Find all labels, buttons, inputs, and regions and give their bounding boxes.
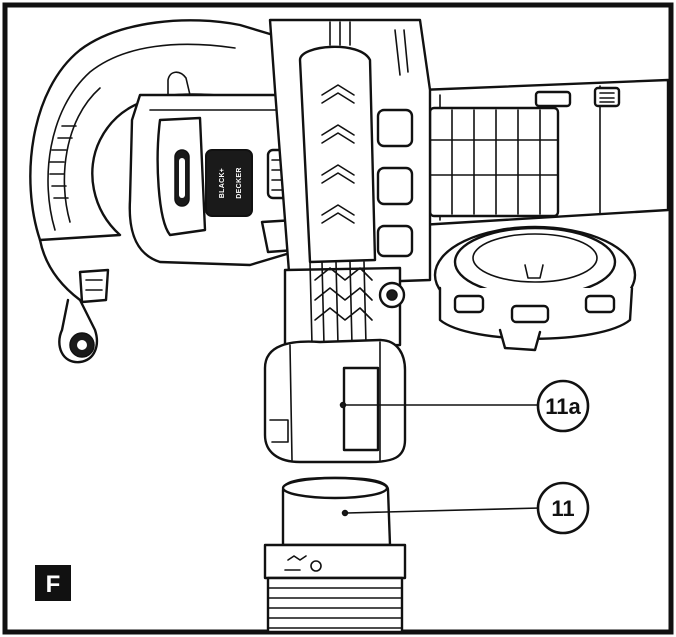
figure-label: F: [35, 565, 71, 601]
motor-housing: BLACK+ DECKER: [128, 71, 302, 267]
svg-text:11a: 11a: [545, 394, 581, 419]
svg-text:BLACK+: BLACK+: [219, 168, 226, 198]
inlet-collar: [263, 338, 407, 464]
callout-11a: 11a: [536, 379, 590, 433]
inlet-ring: [433, 225, 637, 352]
svg-text:DECKER: DECKER: [236, 167, 243, 198]
nozzle-body: [268, 18, 432, 287]
leader-line-11: [346, 507, 541, 514]
chevron-markings: [321, 84, 355, 224]
svg-text:F: F: [46, 571, 61, 598]
brand-logo: BLACK+ DECKER: [205, 149, 253, 217]
vacuum-hose: [263, 476, 407, 634]
blower-tube: [418, 78, 670, 227]
lower-neck: [283, 261, 406, 350]
callout-11: 11: [536, 481, 590, 535]
tube-ribs: [428, 106, 560, 218]
svg-text:11: 11: [551, 496, 574, 521]
rear-handle: [29, 19, 292, 364]
